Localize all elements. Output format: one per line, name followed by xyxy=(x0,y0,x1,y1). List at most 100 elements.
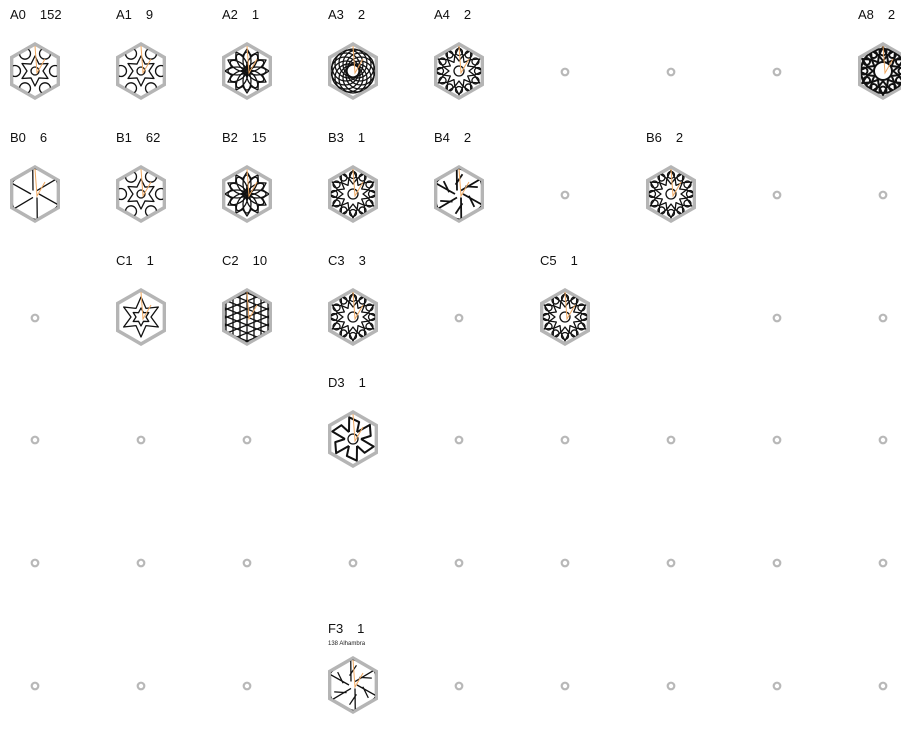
tiling-pattern-icon[interactable] xyxy=(222,165,272,223)
empty-cell xyxy=(106,368,212,490)
tiling-pattern-icon[interactable] xyxy=(222,288,272,346)
tiling-cell[interactable]: A1 9 xyxy=(106,0,212,122)
empty-cell xyxy=(742,491,848,613)
cell-count: 9 xyxy=(146,7,153,22)
empty-cell xyxy=(636,368,742,490)
empty-slot-icon xyxy=(772,435,782,445)
tiling-pattern-icon[interactable] xyxy=(10,42,60,100)
cell-count: 1 xyxy=(357,621,364,636)
empty-cell xyxy=(424,368,530,490)
empty-slot-icon xyxy=(30,558,40,568)
empty-slot-icon xyxy=(666,67,676,77)
empty-slot-icon xyxy=(878,681,888,691)
tiling-pattern-icon[interactable] xyxy=(328,656,378,714)
tiling-cell[interactable]: B0 6 xyxy=(0,123,106,245)
cell-count: 6 xyxy=(40,130,47,145)
empty-slot-icon xyxy=(454,558,464,568)
empty-cell xyxy=(742,246,848,368)
empty-slot-icon xyxy=(242,681,252,691)
tiling-cell[interactable]: C5 1 xyxy=(530,246,636,368)
tiling-pattern-icon[interactable] xyxy=(116,165,166,223)
empty-cell xyxy=(0,246,106,368)
empty-cell xyxy=(742,123,848,245)
empty-slot-icon xyxy=(666,681,676,691)
cell-id: B0 xyxy=(10,130,26,145)
empty-slot-icon xyxy=(136,558,146,568)
empty-cell xyxy=(742,368,848,490)
cell-count: 2 xyxy=(464,130,471,145)
cell-id: A0 xyxy=(10,7,26,22)
tiling-pattern-icon[interactable] xyxy=(540,288,590,346)
empty-cell xyxy=(424,614,530,736)
empty-cell xyxy=(530,0,636,122)
empty-slot-icon xyxy=(348,558,358,568)
cell-count: 1 xyxy=(147,253,154,268)
cell-id: A1 xyxy=(116,7,132,22)
cell-count: 2 xyxy=(464,7,471,22)
empty-slot-icon xyxy=(560,681,570,691)
tiling-pattern-icon[interactable] xyxy=(328,410,378,468)
empty-slot-icon xyxy=(454,681,464,691)
cell-id: B2 xyxy=(222,130,238,145)
empty-slot-icon xyxy=(30,681,40,691)
empty-cell xyxy=(848,123,901,245)
cell-count: 2 xyxy=(358,7,365,22)
tiling-pattern-icon[interactable] xyxy=(434,42,484,100)
empty-cell xyxy=(848,491,901,613)
empty-cell xyxy=(106,491,212,613)
cell-note: 138 Alhambra xyxy=(328,641,365,647)
tiling-pattern-icon[interactable] xyxy=(116,42,166,100)
tiling-pattern-icon[interactable] xyxy=(434,165,484,223)
empty-cell xyxy=(530,368,636,490)
empty-cell xyxy=(636,0,742,122)
empty-cell xyxy=(530,491,636,613)
tiling-cell[interactable]: A3 2 xyxy=(318,0,424,122)
empty-cell xyxy=(848,246,901,368)
empty-slot-icon xyxy=(560,190,570,200)
tiling-pattern-icon[interactable] xyxy=(646,165,696,223)
cell-count: 1 xyxy=(571,253,578,268)
cell-id: B3 xyxy=(328,130,344,145)
tiling-pattern-icon[interactable] xyxy=(328,42,378,100)
tiling-pattern-icon[interactable] xyxy=(10,165,60,223)
tiling-pattern-icon[interactable] xyxy=(328,165,378,223)
empty-cell xyxy=(424,491,530,613)
tiling-pattern-icon[interactable] xyxy=(116,288,166,346)
empty-slot-icon xyxy=(136,681,146,691)
cell-id: B1 xyxy=(116,130,132,145)
tiling-pattern-icon[interactable] xyxy=(858,42,901,100)
empty-slot-icon xyxy=(666,435,676,445)
tiling-pattern-icon[interactable] xyxy=(222,42,272,100)
cell-id: A3 xyxy=(328,7,344,22)
cell-id: C5 xyxy=(540,253,557,268)
cell-count: 2 xyxy=(676,130,683,145)
empty-cell xyxy=(848,368,901,490)
cell-id: C3 xyxy=(328,253,345,268)
empty-slot-icon xyxy=(454,435,464,445)
empty-cell xyxy=(530,123,636,245)
cell-count: 1 xyxy=(359,375,366,390)
tiling-pattern-icon[interactable] xyxy=(328,288,378,346)
empty-cell xyxy=(530,614,636,736)
